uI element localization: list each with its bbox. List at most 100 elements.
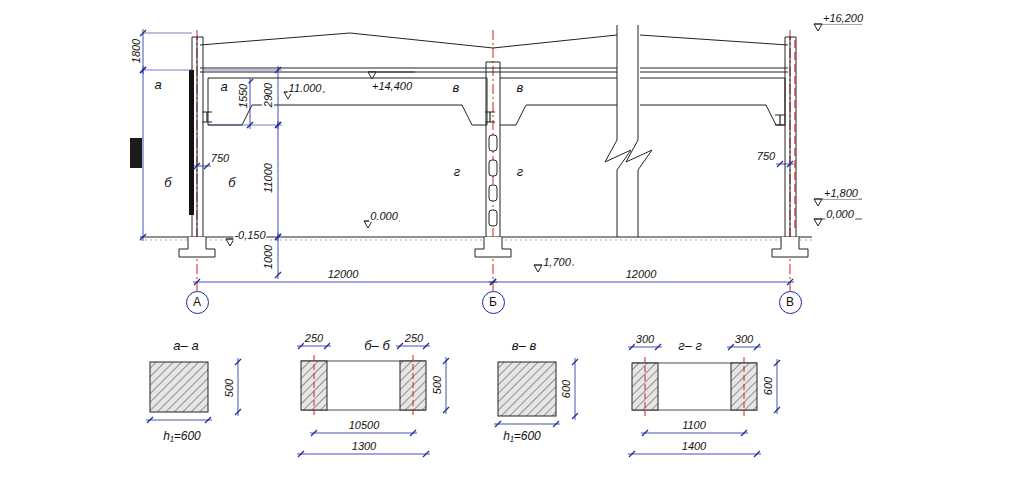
axis-marker: В [779,291,802,314]
dimension-line [575,358,576,420]
dimension-tick [311,430,317,436]
dimension-tick [490,279,496,285]
dimension-tick [423,451,429,457]
dimension-tick [235,359,241,365]
dimension-tick [298,451,304,457]
truss-chord [200,68,617,69]
dimension-label: 750 [210,152,230,164]
axis-marker: Б [482,291,505,314]
dimension-tick [147,417,153,423]
dimension-label: г– г [677,339,703,353]
dimension-tick [443,407,449,413]
dimension-tick [140,234,146,240]
dimension-label: 500 [431,375,443,395]
axis-marker: А [186,291,209,314]
dimension-label: 2900 [262,82,274,108]
break-line [605,25,631,237]
dimension-label: 11000 [262,162,274,194]
dimension-tick [655,344,661,350]
column-opening [489,210,497,226]
dimension-tick [777,161,783,167]
dimension-line [250,78,251,129]
dimension-tick [774,407,780,413]
dimension-line [297,454,430,455]
dimension-tick [572,359,578,365]
wall-panel-axis [794,40,795,228]
dimension-line [146,420,212,421]
dimension-label: а [219,80,228,94]
dimension-label: б [227,176,236,190]
dimension-label: 1800 [130,38,142,64]
dimension-label: б [163,176,172,190]
level-mark [814,219,822,226]
dimension-tick [410,430,416,436]
dimension-label: -0,150 [233,229,266,241]
dimension-label: а [153,78,162,92]
column-opening [489,160,497,176]
crane-beam [500,78,617,125]
dimension-tick [642,430,648,436]
truss-chord [640,68,788,69]
dimension-tick [205,417,211,423]
dimension-line [489,282,794,283]
extension-line [203,70,282,71]
dimension-line [238,358,239,416]
dimension-label: 10500 [348,419,381,431]
dimension-line [641,433,748,434]
axis-line [413,355,414,416]
dimension-label: h₁=600 [162,430,202,443]
dimension-tick [275,272,281,278]
break-line [626,25,652,237]
window-block [130,138,142,168]
column-opening [489,185,497,201]
axis-line [645,357,646,416]
dimension-tick [754,344,760,350]
dimension-label: 500 [223,378,235,398]
dimension-label: 1100 [681,419,707,431]
truss-chord [200,72,617,73]
dimension-line [278,233,279,279]
extension-line [143,33,192,34]
dimension-tick [194,163,200,169]
level-shelf [368,72,415,73]
dimension-label: 1,700 [542,256,572,268]
dimension-line [278,121,279,241]
dimension-tick [235,409,241,415]
dimension-label: 1550 [237,83,249,109]
level-mark [364,221,372,228]
dimension-label: г [516,165,524,179]
footing [772,237,808,257]
hatched-section [150,362,208,412]
axis-line [314,355,315,416]
level-mark [368,72,376,79]
dimension-line [776,164,794,165]
extension-line [208,125,282,126]
dimension-tick [572,413,578,419]
dimension-tick [275,234,281,240]
dimension-tick [397,343,403,349]
axis-letter: А [193,295,201,309]
dimension-line [310,433,417,434]
dimension-label: в [516,81,525,95]
column-opening [489,135,497,151]
dimension-label: б– б [363,339,390,353]
dimension-tick [787,161,793,167]
axis-line [744,357,745,416]
dimension-line [446,357,447,414]
dimension-label: 250 [404,332,424,344]
dimension-label: 1400 [681,440,707,452]
dimension-label: 1300 [351,440,377,452]
dimension-label: +1,800 [823,187,859,199]
dimension-line [628,454,761,455]
extension-line [143,70,192,71]
wall-panel [189,70,194,215]
level-mark [534,265,542,272]
level-mark [814,24,822,31]
column [486,62,500,247]
dimension-label: 750 [756,150,776,162]
crane-beam [640,78,785,125]
dimension-label: в [452,81,461,95]
dimension-label: 11.000 [288,82,323,94]
dimension-tick [495,421,501,427]
dimension-label: 300 [734,333,754,345]
